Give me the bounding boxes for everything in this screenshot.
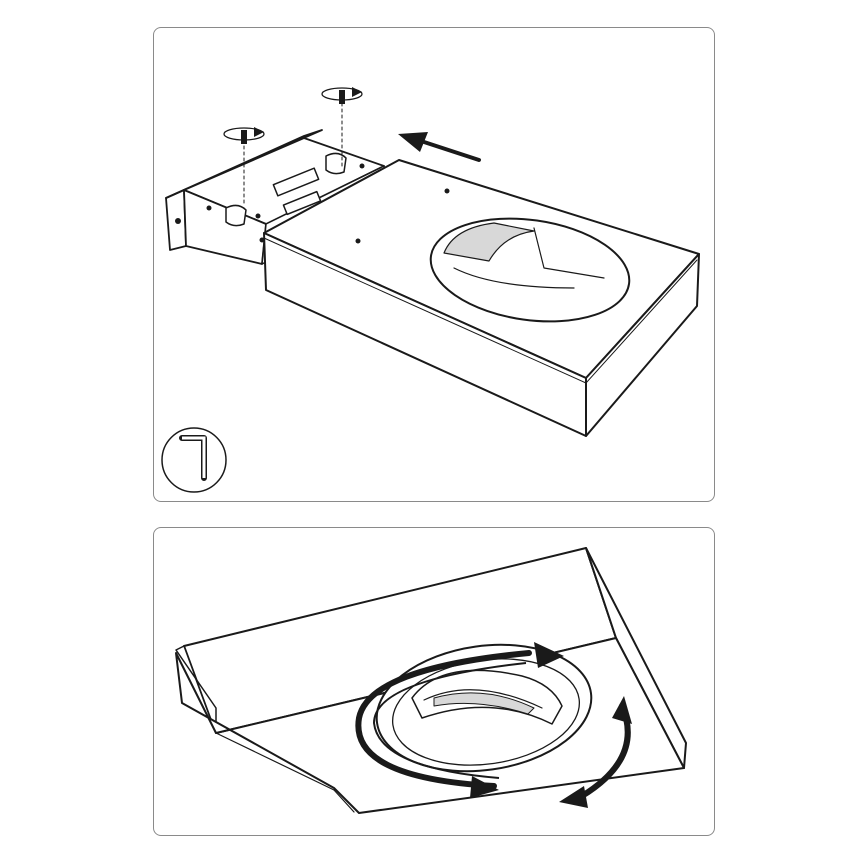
arrow-left-icon (398, 132, 481, 162)
lamp-housing (263, 159, 700, 437)
step-1-panel (153, 27, 715, 502)
lamp-housing (175, 547, 687, 814)
rotate-arrow-horizontal-icon (355, 642, 564, 798)
step-2-panel (153, 527, 715, 836)
step-1-illustration (161, 87, 700, 493)
screw-icon (321, 87, 363, 167)
screw-icon (223, 127, 265, 207)
hex-key-icon (161, 427, 227, 493)
rotate-arrow-vertical-icon (559, 696, 632, 808)
step-2-illustration (175, 547, 687, 814)
